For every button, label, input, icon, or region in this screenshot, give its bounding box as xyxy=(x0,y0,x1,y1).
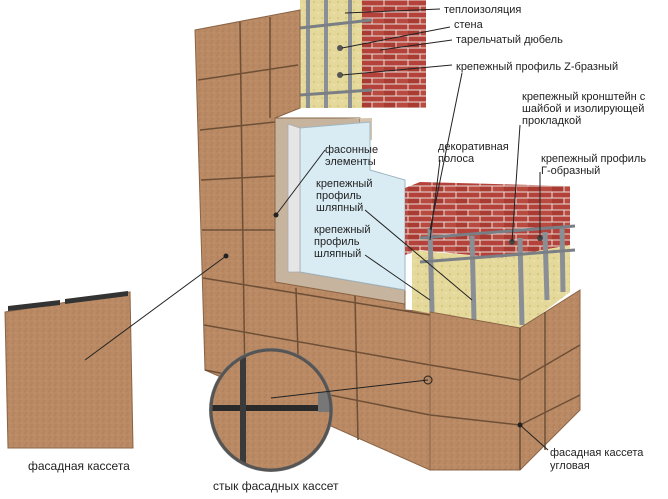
label-shaped-1: фасонные xyxy=(325,144,378,156)
label-corner-2: угловая xyxy=(550,460,590,472)
dowel-marker-2 xyxy=(337,72,343,78)
lower-wall-section xyxy=(405,182,576,330)
brick-wall-top xyxy=(360,0,426,108)
joint-detail xyxy=(209,348,333,472)
horizontal-rails-lower xyxy=(419,224,576,264)
single-cassette xyxy=(4,291,134,449)
label-corner-1: фасадная кассета xyxy=(550,447,644,459)
watermark-text: Avito xyxy=(593,471,633,488)
brick-wall-lower xyxy=(405,182,570,258)
label-cassette: фасадная кассета xyxy=(28,459,130,473)
horizontal-rails-top xyxy=(299,18,373,97)
window-frame-side xyxy=(287,123,301,273)
label-bracket-2: шайбой и изолирующей xyxy=(522,103,644,115)
upper-wall-section xyxy=(299,0,426,108)
dowel-marker xyxy=(337,45,343,51)
label-wall: стена xyxy=(454,19,484,31)
z-profiles-top xyxy=(306,0,352,108)
label-hat2-3: шляпный xyxy=(314,248,361,260)
label-shaped-2: элементы xyxy=(325,156,376,168)
label-insulation: теплоизоляция xyxy=(444,4,521,16)
label-decor-1: декоративная xyxy=(438,141,509,153)
label-bracket-1: крепежный кронштейн с xyxy=(522,91,646,103)
label-joint: стык фасадных кассет xyxy=(213,479,339,493)
label-decor-2: полоса xyxy=(438,153,475,165)
label-hat1-1: крепежный xyxy=(316,178,372,190)
leader-lines xyxy=(84,8,549,451)
hat-profiles xyxy=(427,225,566,326)
insulation-lower xyxy=(412,245,570,330)
watermark-dot-icon xyxy=(572,475,580,483)
label-hat2-1: крепежный xyxy=(314,224,370,236)
label-bracket-3: прокладкой xyxy=(522,115,581,127)
label-hat1-2: профиль xyxy=(316,190,362,202)
label-hat2-2: профиль xyxy=(314,236,360,248)
label-dowel: тарельчатый дюбель xyxy=(456,34,563,46)
avito-watermark: Avito xyxy=(572,469,633,488)
watermark-dot-icon-2 xyxy=(582,469,588,475)
label-g-profile-2: Г-образный xyxy=(541,165,600,177)
label-hat1-3: шляпный xyxy=(316,202,363,214)
corner-cassette xyxy=(429,289,581,471)
leader-dots xyxy=(223,212,523,428)
label-z-profile: крепежный профиль Z-бразный xyxy=(456,61,618,73)
label-g-profile-1: крепежный профиль xyxy=(541,153,646,165)
